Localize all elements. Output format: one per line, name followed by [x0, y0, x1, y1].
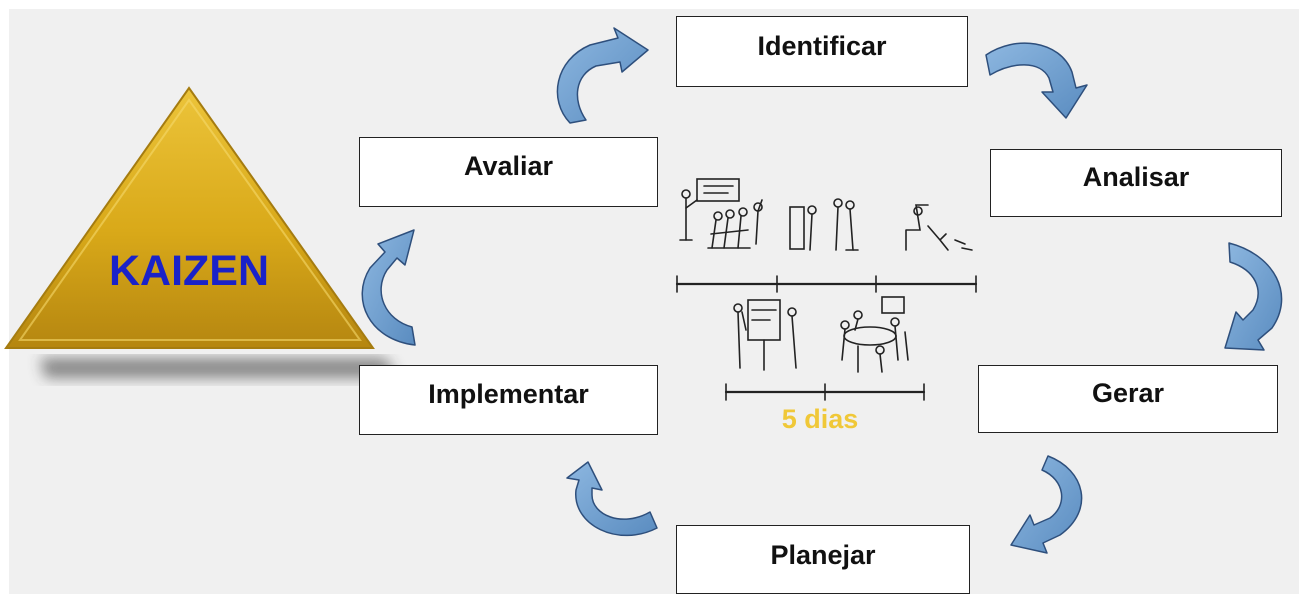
arrow-avaliar-to-identificar — [556, 27, 649, 124]
arrow-identificar-to-analisar — [985, 42, 1088, 119]
arrow-implementar-to-avaliar — [361, 229, 416, 346]
kaizen-label: KAIZEN — [109, 247, 269, 295]
step-avaliar: Avaliar — [359, 137, 658, 207]
step-analisar: Analisar — [990, 149, 1282, 217]
arrow-gerar-to-planejar — [1010, 455, 1083, 554]
duration-label: 5 dias — [781, 404, 859, 434]
step-identificar: Identificar — [676, 16, 968, 87]
arrow-planejar-to-implementar — [566, 461, 658, 537]
step-planejar: Planejar — [676, 525, 970, 594]
step-implementar: Implementar — [359, 365, 658, 435]
arrow-analisar-to-gerar — [1224, 242, 1283, 351]
step-gerar: Gerar — [978, 365, 1278, 433]
kaizen-triangle: KAIZEN — [4, 86, 398, 378]
workshop-sketch-illustration — [675, 178, 978, 401]
